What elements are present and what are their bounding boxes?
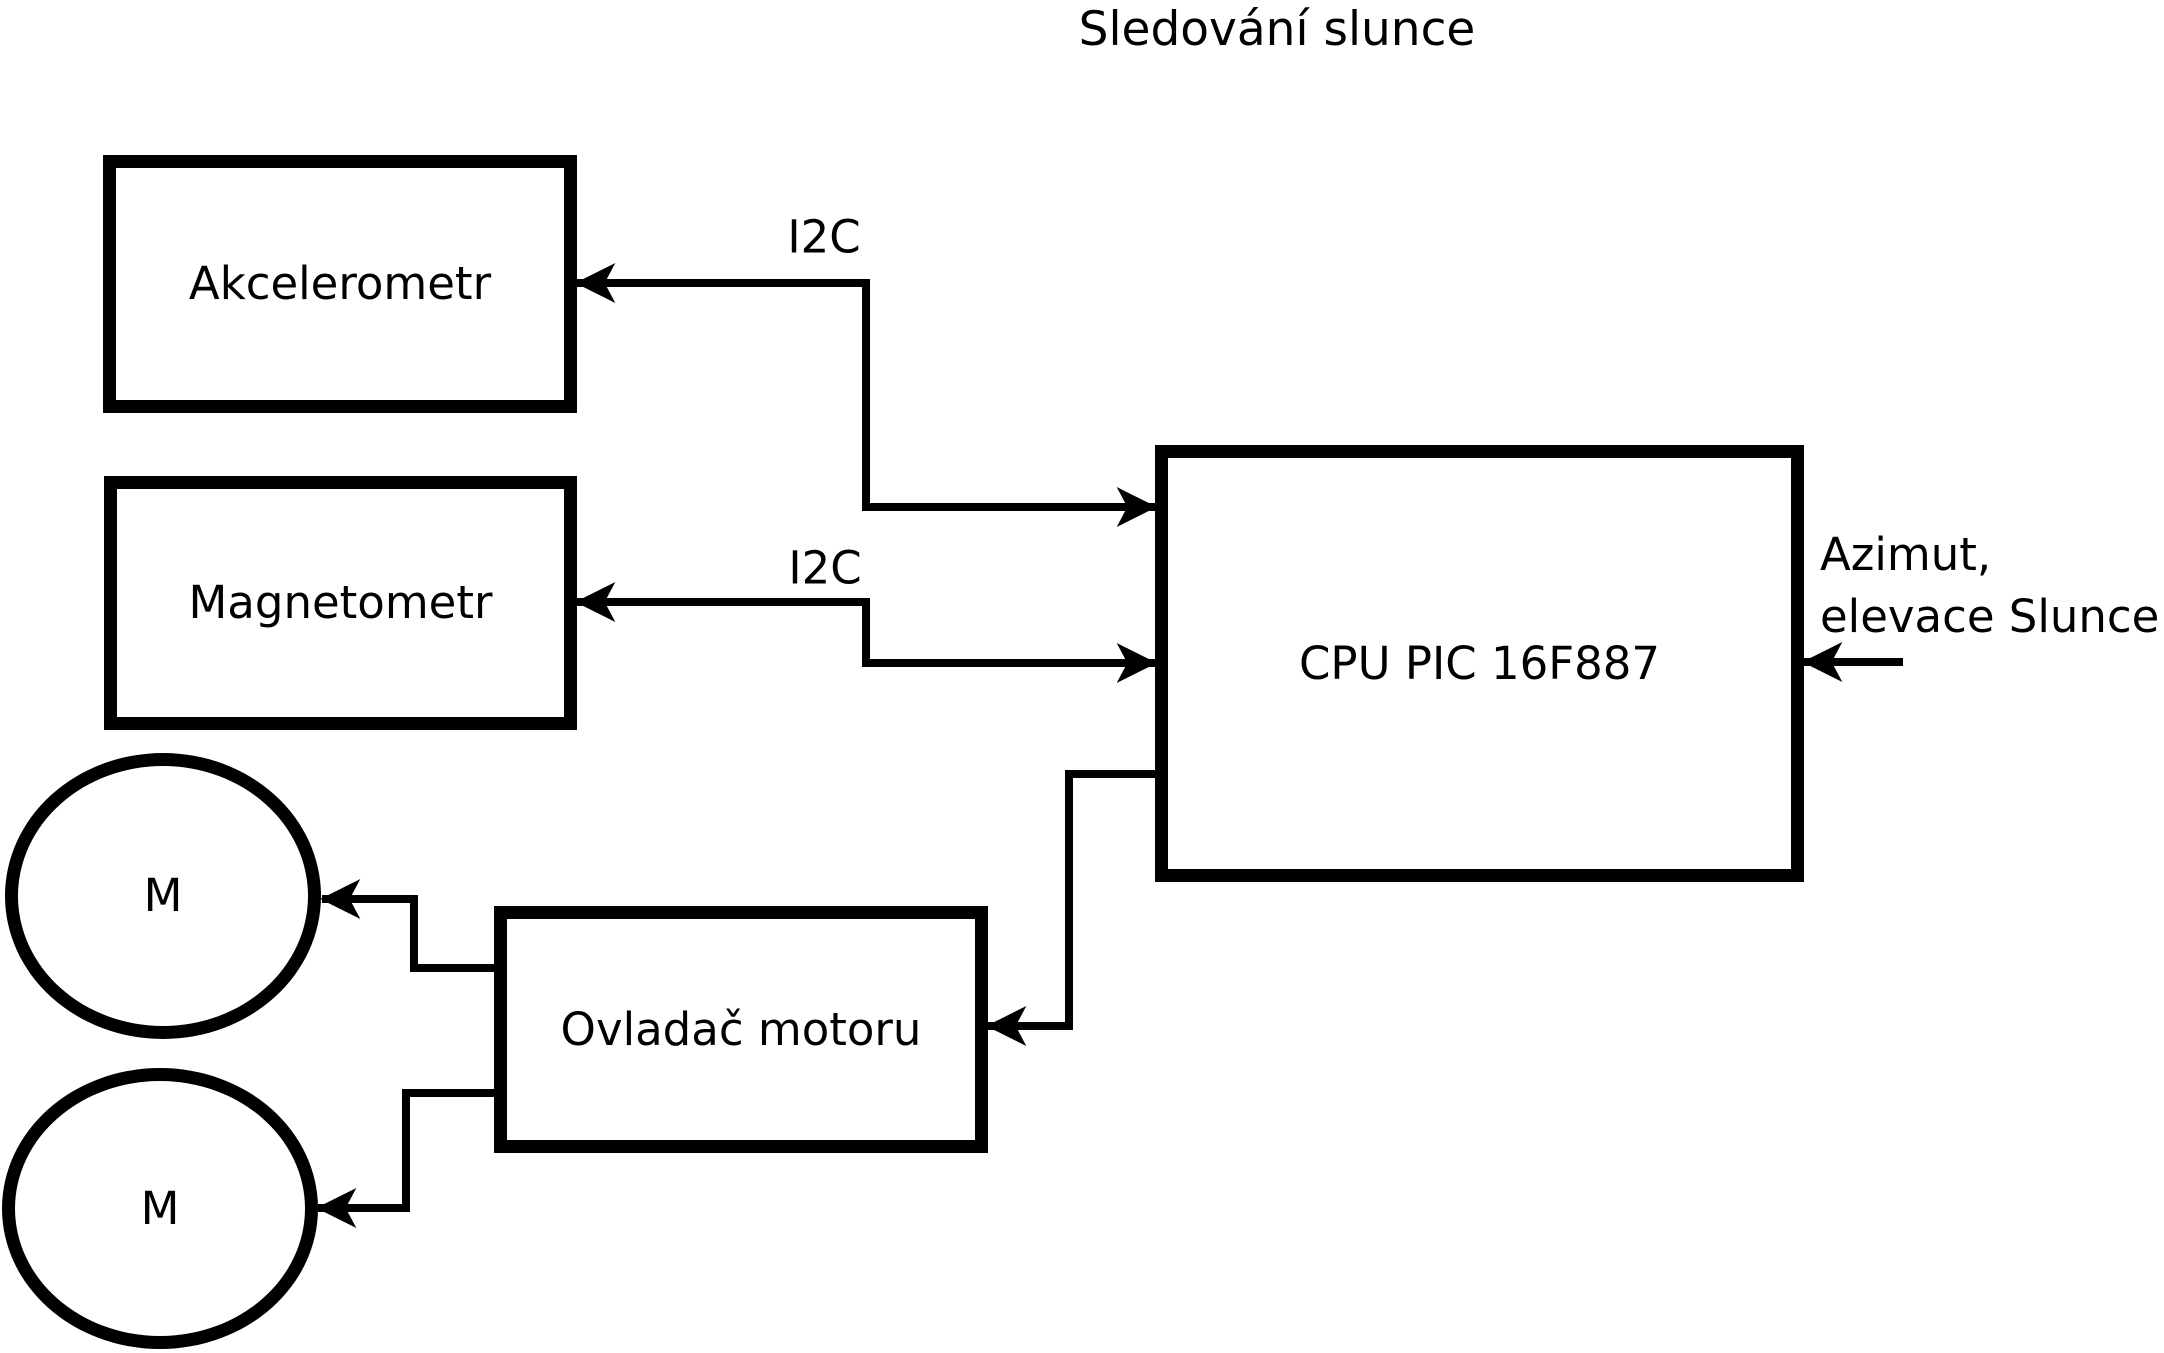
node-motor-2: M	[2, 1068, 318, 1349]
node-ovladac-motoru-label: Ovladač motoru	[560, 1002, 922, 1056]
node-motor-1-label: M	[143, 869, 183, 923]
diagram-title: Sledování slunce	[1078, 2, 1476, 57]
edge-i2c-magnetometr	[575, 582, 1157, 683]
node-akcelerometr: Akcelerometr	[103, 155, 577, 413]
node-magnetometr: Magnetometr	[104, 476, 577, 730]
node-cpu: CPU PIC 16F887	[1155, 445, 1804, 882]
node-akcelerometr-label: Akcelerometr	[188, 257, 492, 311]
node-ovladac-motoru: Ovladač motoru	[494, 906, 988, 1153]
node-magnetometr-label: Magnetometr	[188, 576, 493, 630]
node-motor-1: M	[5, 753, 321, 1039]
node-motor-2-label: M	[140, 1181, 180, 1235]
azimut-elevace-line1: Azimut,	[1820, 528, 1992, 581]
azimut-elevace-line2: elevace Slunce	[1820, 590, 2160, 643]
node-cpu-label: CPU PIC 16F887	[1299, 636, 1660, 690]
edge-ovladac-motor2	[316, 1089, 500, 1228]
azimut-elevace-label: Azimut, elevace Slunce	[1820, 524, 2159, 648]
edge-label-i2c-akcelerometr: I2C	[787, 210, 861, 264]
edge-label-i2c-magnetometr: I2C	[788, 541, 862, 595]
edge-cpu-ovladac	[986, 770, 1160, 1046]
edge-i2c-akcelerometr	[575, 263, 1157, 527]
edge-ovladac-motor1	[320, 879, 500, 972]
